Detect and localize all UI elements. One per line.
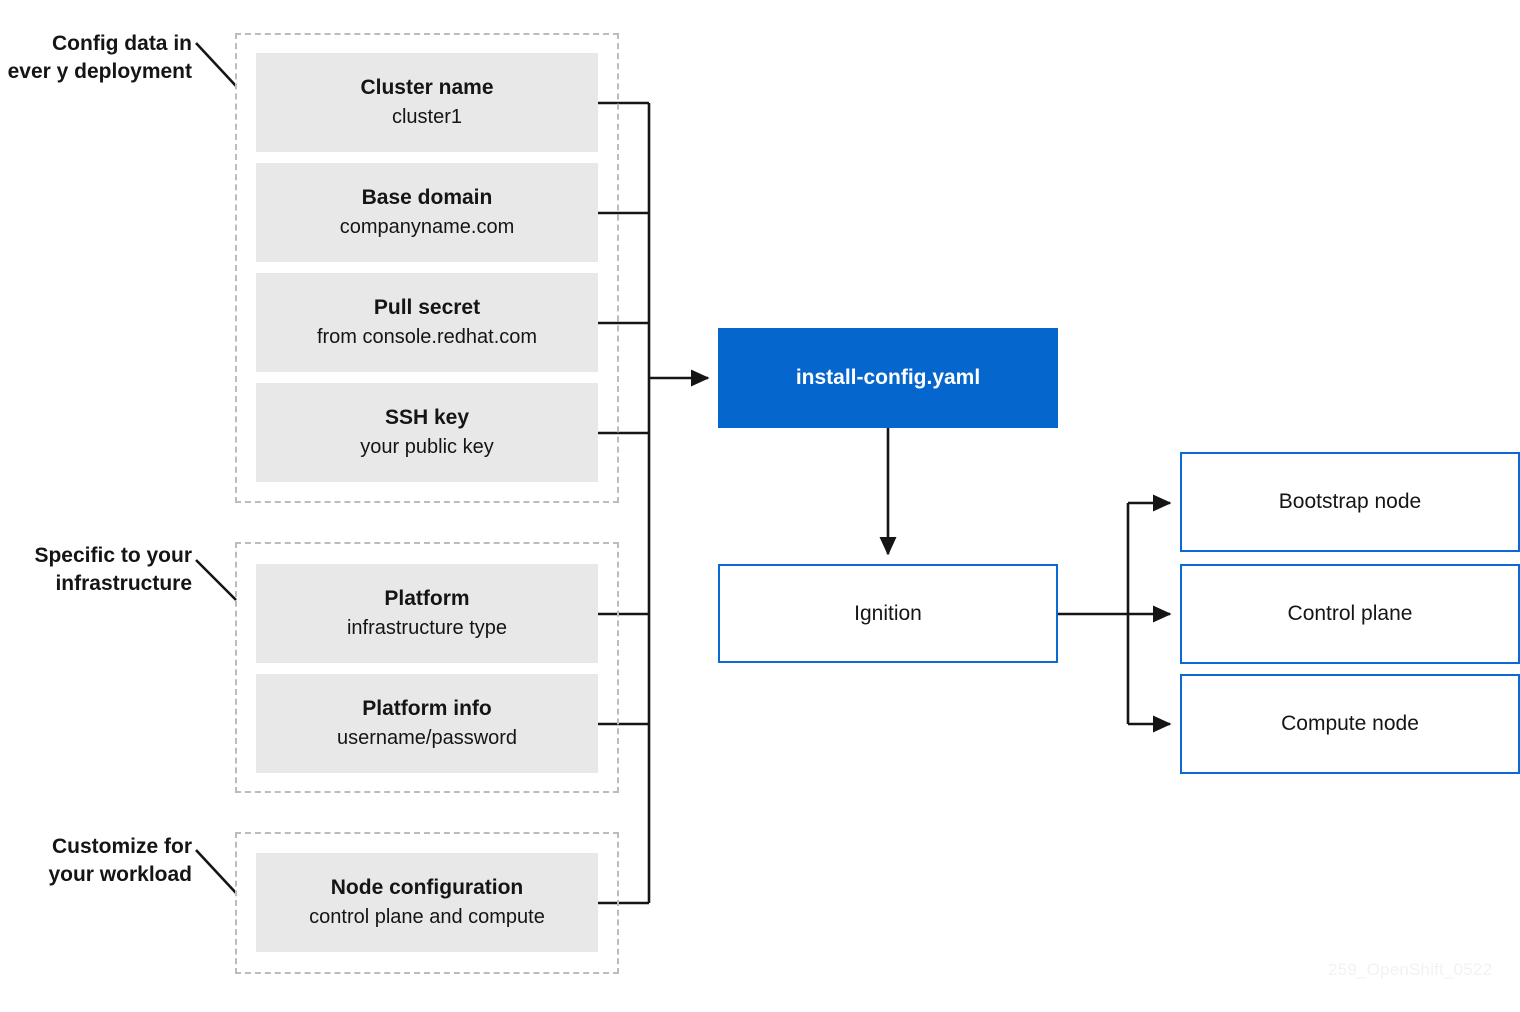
node-ignition-label: Ignition (854, 601, 922, 625)
node-install-config-label: install-config.yaml (795, 366, 981, 389)
card-node-configuration-subtitle: control plane and compute (309, 905, 545, 928)
card-pull-secret-title: Pull secret (373, 296, 481, 320)
card-platform-info[interactable]: Platform info username/password (256, 674, 598, 773)
group-common-config (235, 33, 619, 503)
watermark-label: 259_OpenShift_0522 (1328, 960, 1493, 979)
node-control-plane[interactable]: Control plane (1180, 564, 1520, 664)
node-compute[interactable]: Compute node (1180, 674, 1520, 774)
callout-every-deployment: Config data in ever y deployment (7, 32, 192, 83)
node-bootstrap[interactable]: Bootstrap node (1180, 452, 1520, 552)
group-workload (235, 832, 619, 974)
card-platform-subtitle: infrastructure type (346, 616, 508, 639)
leader-line-workload (195, 849, 237, 894)
leader-line-infrastructure (195, 559, 237, 601)
card-base-domain-subtitle: companyname.com (339, 215, 515, 238)
card-pull-secret-subtitle: from console.redhat.com (316, 325, 538, 348)
card-node-configuration[interactable]: Node configuration control plane and com… (256, 853, 598, 952)
card-platform-info-title: Platform info (362, 697, 492, 721)
card-ssh-key[interactable]: SSH key your public key (256, 383, 598, 482)
leader-line-every-deployment (195, 42, 237, 87)
node-install-config[interactable]: install-config.yaml (718, 328, 1058, 428)
card-pull-secret[interactable]: Pull secret from console.redhat.com (256, 273, 598, 372)
node-control-plane-label: Control plane (1287, 602, 1413, 625)
card-node-configuration-title: Node configuration (330, 876, 524, 900)
card-cluster-name-title: Cluster name (360, 76, 494, 100)
card-ssh-key-title: SSH key (384, 406, 470, 430)
node-compute-label: Compute node (1281, 712, 1419, 735)
card-platform-title: Platform (384, 587, 470, 611)
card-base-domain-title: Base domain (361, 186, 493, 210)
card-platform-info-subtitle: username/password (336, 726, 518, 749)
callout-infrastructure: Specific to your infrastructure (34, 544, 192, 595)
node-bootstrap-label: Bootstrap node (1278, 490, 1422, 513)
card-ssh-key-subtitle: your public key (360, 435, 494, 458)
card-base-domain[interactable]: Base domain companyname.com (256, 163, 598, 262)
callout-workload: Customize for your workload (48, 835, 192, 886)
card-cluster-name[interactable]: Cluster name cluster1 (256, 53, 598, 152)
card-cluster-name-subtitle: cluster1 (391, 105, 463, 128)
node-ignition[interactable]: Ignition (718, 564, 1058, 663)
card-platform[interactable]: Platform infrastructure type (256, 564, 598, 663)
group-infrastructure (235, 542, 619, 793)
